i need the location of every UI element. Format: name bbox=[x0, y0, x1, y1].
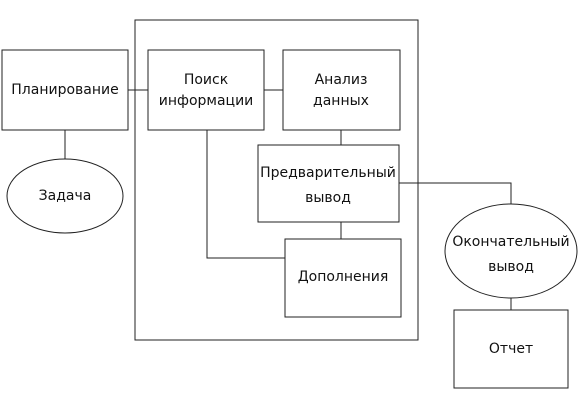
preliminary-label-line2: вывод bbox=[305, 190, 351, 206]
planning-label: Планирование bbox=[11, 82, 118, 98]
final-label-line2: вывод bbox=[488, 259, 534, 275]
additions-label: Дополнения bbox=[298, 269, 389, 285]
preliminary-box bbox=[257, 144, 400, 223]
report-label: Отчет bbox=[489, 341, 533, 357]
search-label-line2: информации bbox=[159, 93, 254, 109]
final-label-line1: Окончательный bbox=[452, 234, 569, 250]
planning-node: Планирование bbox=[1, 49, 129, 131]
connector-search-additions bbox=[206, 130, 285, 259]
report-box bbox=[453, 309, 569, 389]
analysis-label-line2: данных bbox=[313, 93, 369, 109]
report-node: Отчет bbox=[453, 309, 569, 389]
task-label: Задача bbox=[39, 188, 92, 204]
final-node: Окончательный вывод bbox=[444, 203, 578, 299]
search-label-line1: Поиск bbox=[184, 72, 228, 88]
planning-box bbox=[1, 49, 129, 131]
additions-node: Дополнения bbox=[284, 238, 402, 318]
group-frame bbox=[134, 19, 419, 341]
search-node: Поиск информации bbox=[147, 49, 265, 131]
task-ellipse bbox=[6, 158, 124, 234]
connector-preliminary-final bbox=[399, 182, 512, 204]
additions-box bbox=[284, 238, 402, 318]
preliminary-node: Предварительный вывод bbox=[257, 144, 400, 223]
final-ellipse bbox=[444, 203, 578, 299]
preliminary-label-line1: Предварительный bbox=[260, 165, 396, 181]
analysis-box bbox=[282, 49, 401, 131]
analysis-label-line1: Анализ bbox=[315, 72, 368, 88]
analysis-node: Анализ данных bbox=[282, 49, 401, 131]
task-node: Задача bbox=[6, 158, 124, 234]
search-box bbox=[147, 49, 265, 131]
